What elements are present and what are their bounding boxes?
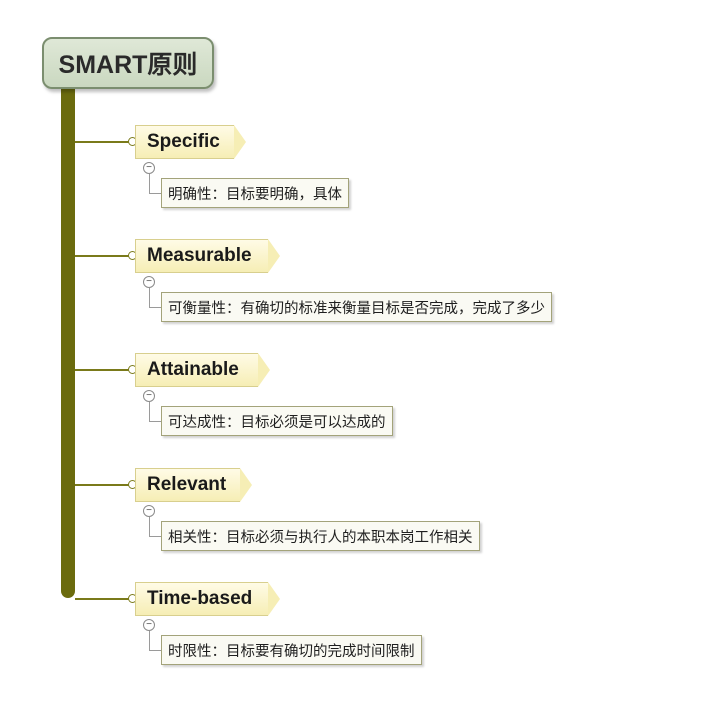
collapse-toggle-icon[interactable]: −	[143, 390, 155, 402]
collapse-toggle-icon[interactable]: −	[143, 505, 155, 517]
topic-label: Time-based	[147, 588, 253, 609]
branch-connector	[75, 255, 135, 257]
branch-connector	[75, 369, 135, 371]
mind-map-trunk	[61, 88, 75, 598]
root-topic-title: SMART原则	[58, 51, 198, 79]
topic-attainable[interactable]: Attainable	[135, 353, 270, 387]
subtopic-description[interactable]: 明确性：目标要明确，具体	[161, 178, 349, 208]
topic-relevant[interactable]: Relevant	[135, 468, 252, 502]
description-text: 时限性：目标要有确切的完成时间限制	[168, 643, 415, 660]
topic-time-based[interactable]: Time-based	[135, 582, 280, 616]
topic-label: Measurable	[147, 245, 252, 266]
subtopic-connector	[149, 536, 162, 537]
subtopic-connector	[149, 288, 150, 308]
collapse-toggle-icon[interactable]: −	[143, 619, 155, 631]
subtopic-connector	[149, 631, 150, 651]
subtopic-description[interactable]: 可衡量性：有确切的标准来衡量目标是否完成，完成了多少	[161, 292, 552, 322]
subtopic-connector	[149, 174, 150, 194]
description-text: 可衡量性：有确切的标准来衡量目标是否完成，完成了多少	[168, 300, 545, 317]
subtopic-connector	[149, 402, 150, 422]
description-text: 相关性：目标必须与执行人的本职本岗工作相关	[168, 529, 473, 546]
branch-connector	[75, 141, 135, 143]
branch-connector	[75, 484, 135, 486]
topic-label: Relevant	[147, 474, 227, 495]
subtopic-connector	[149, 421, 162, 422]
topic-specific[interactable]: Specific	[135, 125, 246, 159]
subtopic-description[interactable]: 相关性：目标必须与执行人的本职本岗工作相关	[161, 521, 480, 551]
subtopic-connector	[149, 307, 162, 308]
subtopic-description[interactable]: 可达成性：目标必须是可以达成的	[161, 406, 393, 436]
description-text: 明确性：目标要明确，具体	[168, 186, 342, 203]
root-topic[interactable]: SMART原则	[42, 37, 214, 89]
topic-label: Specific	[147, 131, 220, 152]
collapse-toggle-icon[interactable]: −	[143, 162, 155, 174]
description-text: 可达成性：目标必须是可以达成的	[168, 414, 386, 431]
topic-measurable[interactable]: Measurable	[135, 239, 280, 273]
subtopic-connector	[149, 517, 150, 537]
subtopic-connector	[149, 193, 162, 194]
branch-connector	[75, 598, 135, 600]
topic-label: Attainable	[147, 359, 239, 380]
subtopic-connector	[149, 650, 162, 651]
subtopic-description[interactable]: 时限性：目标要有确切的完成时间限制	[161, 635, 422, 665]
collapse-toggle-icon[interactable]: −	[143, 276, 155, 288]
